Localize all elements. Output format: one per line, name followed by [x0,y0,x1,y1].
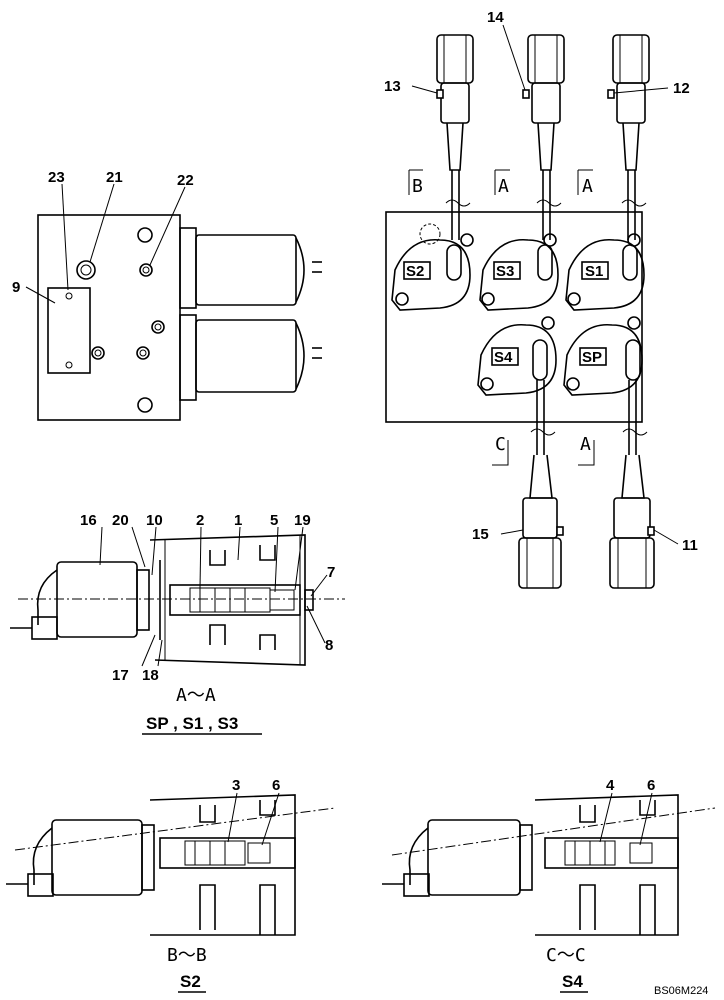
part-label-21: 21 [106,169,123,186]
solenoid-tag-s2: S2 [406,263,424,280]
part-label-6-section-bb: 6 [272,777,280,794]
section-marker-a-top-middle: A [498,176,509,197]
part-label-10: 10 [146,512,163,529]
section-bb-drawing [6,794,336,936]
leader-lines-section-bb [227,792,280,846]
section-marker-a-bottom: A [580,434,591,455]
part-label-2: 2 [196,512,204,529]
part-label-3: 3 [232,777,240,794]
part-label-7: 7 [327,564,335,581]
part-label-6-section-cc: 6 [647,777,655,794]
section-bb-name: S2 [180,972,201,991]
section-cc-drawing [382,794,716,936]
part-label-22: 22 [177,172,194,189]
solenoid-s1 [565,233,645,311]
solenoid-s4 [477,316,557,396]
section-marker-b: B [412,176,423,197]
section-bb-title: B～B [167,945,207,966]
part-label-5: 5 [270,512,278,529]
solenoid-s2 [391,223,474,311]
connector-top-left [436,34,474,240]
solenoid-s3 [479,233,559,311]
part-label-4: 4 [606,777,615,794]
part-label-9: 9 [12,279,20,296]
leader-lines-right [411,24,679,545]
part-label-16: 16 [80,512,97,529]
part-label-17: 17 [112,667,129,684]
connector-bottom-right [609,380,655,589]
drawing-code: BS06M224 [654,985,708,997]
part-label-14: 14 [487,9,504,26]
part-label-18: 18 [142,667,159,684]
part-label-23: 23 [48,169,65,186]
connector-top-right [612,34,650,240]
part-label-11: 11 [682,537,698,554]
section-cc-title: C～C [546,945,586,966]
section-marker-a-top-right: A [582,176,593,197]
part-label-15: 15 [472,526,489,543]
valve-block-side-view [37,214,322,421]
part-label-1: 1 [234,512,242,529]
solenoid-tag-s3: S3 [496,263,514,280]
section-aa-drawing [10,534,345,666]
leader-lines-left-block [25,183,186,304]
solenoid-sp [563,316,643,396]
leader-lines-section-aa [99,526,328,667]
manifold-top-view [385,34,655,589]
solenoid-tag-s4: S4 [494,349,513,366]
solenoid-tag-sp: SP [582,349,602,366]
section-aa-names: SP , S1 , S3 [146,714,238,733]
part-label-13: 13 [384,78,401,95]
part-label-8: 8 [325,637,333,654]
leader-lines-section-cc [599,792,653,846]
part-label-12: 12 [673,80,690,97]
section-aa-title: A～A [176,685,216,706]
part-label-20: 20 [112,512,129,529]
connector-top-middle [527,34,565,240]
solenoid-tag-s1: S1 [585,263,603,280]
connector-bottom-left [518,380,564,589]
part-label-19: 19 [294,512,311,529]
section-marker-c: C [495,434,506,455]
section-cc-name: S4 [562,972,583,991]
